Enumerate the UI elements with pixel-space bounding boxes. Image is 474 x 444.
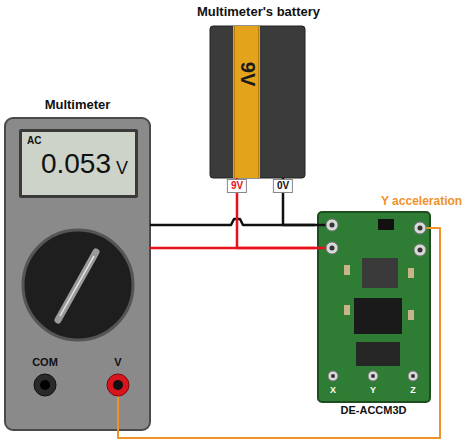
smd-part xyxy=(344,265,350,275)
terminal-label: 0V xyxy=(273,179,293,193)
dial-pointer-mark xyxy=(60,256,94,316)
com-jack-hole xyxy=(40,380,50,390)
dial-pointer xyxy=(58,252,96,320)
sensor-chip xyxy=(362,258,398,288)
pin-label: Z xyxy=(410,385,416,395)
wire xyxy=(118,228,440,438)
smd-part xyxy=(408,268,414,278)
smd-part xyxy=(408,310,414,320)
pad xyxy=(326,219,338,231)
pad xyxy=(326,242,338,254)
battery-body xyxy=(210,26,305,178)
battery-caption: Multimeter's battery xyxy=(195,5,322,20)
pcb xyxy=(318,212,430,402)
sensor-chip xyxy=(356,342,400,366)
pin-label: Y xyxy=(370,385,376,395)
battery-voltage: 9V xyxy=(235,62,258,86)
jack-label: V xyxy=(114,356,121,369)
display-bezel xyxy=(19,129,138,198)
pad-hole xyxy=(418,226,423,231)
board-name: DE-ACCM3D xyxy=(315,404,432,417)
pad-hole xyxy=(371,374,375,378)
display-screen xyxy=(22,132,135,195)
smd-part xyxy=(344,305,350,315)
signal-label: Y acceleration xyxy=(381,195,462,209)
regulator-chip xyxy=(378,219,394,230)
pad xyxy=(414,244,426,256)
pad-hole xyxy=(330,223,335,228)
probe-lead xyxy=(117,392,119,430)
pad xyxy=(368,371,378,381)
mode-indicator: AC xyxy=(27,135,41,147)
com-jack xyxy=(34,374,56,396)
battery: Multimeter's battery 9V xyxy=(195,2,322,178)
pad xyxy=(328,371,338,381)
multimeter: MultimeterAC0.053V xyxy=(5,95,150,430)
jack-label: COM xyxy=(32,356,58,369)
lcd-display: AC0.053V xyxy=(22,132,135,195)
wire xyxy=(237,178,315,248)
pad xyxy=(408,371,418,381)
stripe-edge xyxy=(258,26,259,178)
pad-hole xyxy=(411,374,415,378)
multimeter-body xyxy=(5,118,150,430)
pad-hole xyxy=(418,248,423,253)
v-jack xyxy=(107,374,129,396)
stripe-edge xyxy=(234,26,235,178)
reading-unit: V xyxy=(116,158,128,179)
pin-label: X xyxy=(330,385,336,395)
reading-value: 0.053 xyxy=(41,148,111,180)
rotary-dial xyxy=(23,230,133,340)
v-jack-hole xyxy=(113,380,123,390)
pad xyxy=(414,222,426,234)
pad-hole xyxy=(330,246,335,251)
battery-stripe xyxy=(233,26,260,178)
sensor-chip xyxy=(354,298,402,334)
device-name: Multimeter xyxy=(5,98,150,113)
pad-hole xyxy=(331,374,335,378)
terminal-label: 9V xyxy=(227,179,247,193)
